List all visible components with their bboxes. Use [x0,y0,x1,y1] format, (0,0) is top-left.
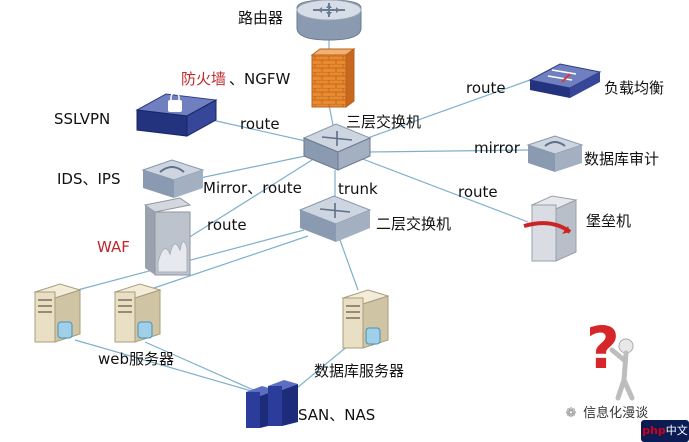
db-audit-label: 数据库审计 [584,150,660,168]
db-server-icon [341,289,390,349]
db-server-label: 数据库服务器 [314,362,405,380]
ids-ips-icon [141,159,205,198]
question-mark-person-icon: ? [586,314,635,401]
svg-text:?: ? [586,314,620,382]
ids-ips-label: IDS、IPS [57,170,121,188]
bastion-icon [523,195,578,262]
badge-prefix: php [642,424,666,437]
link-waf-l3 [187,159,313,239]
ngfw-label: 、NGFW [229,70,291,88]
link-srv1-storage [74,339,256,393]
link-ids-l3 [199,154,311,179]
watermark: ❁ 信息化漫谈 [563,402,649,421]
load-balancer-label: 负载均衡 [604,79,665,97]
link-l3-bastion [359,157,529,223]
badge-text: 中文网 [665,424,688,437]
router-label: 路由器 [238,9,284,27]
trunk-label: trunk [338,180,378,198]
mirror-audit-label: mirror [474,139,520,157]
db-audit-icon [526,135,584,172]
link-dbsrv-storage [291,339,356,393]
mirror-route-label: Mirror、route [203,179,302,197]
route-sslvpn-label: route [240,115,280,133]
sslvpn-icon [135,92,218,137]
link-l2-dbsrv [339,239,359,291]
link-l3-dbaudit [367,149,529,153]
l3-switch-icon [302,123,372,171]
firewall-label: 防火墙 [181,70,227,88]
bastion-label: 堡垒机 [586,212,632,230]
load-balancer-icon [528,63,602,98]
storage-icon [246,380,298,428]
server-1-icon [33,283,82,343]
sslvpn-label: SSLVPN [54,110,111,128]
link-l3-lb [361,79,531,141]
php-cn-badge[interactable]: php中文网 [641,420,689,442]
link-srv2-storage [144,341,259,393]
web-server-label: web服务器 [98,350,175,368]
watermark-text: 信息化漫谈 [583,406,649,421]
waf-icon [143,197,192,276]
l2-switch-icon [298,195,372,242]
route-waf-label: route [207,216,247,234]
l3-switch-label: 三层交换机 [346,113,422,131]
link-sslvpn-l3 [211,119,311,143]
wechat-icon: ❁ [565,406,577,421]
link-firewall-l3 [328,104,334,126]
waf-label: WAF [97,238,130,256]
firewall-icon [310,48,356,108]
storage-label: SAN、NAS [298,406,376,424]
route-lb-label: route [466,79,506,97]
route-bastion-label: route [458,183,498,201]
router-icon [296,0,362,41]
l2-switch-label: 二层交换机 [376,215,452,233]
link-l2-srv2 [147,235,309,291]
web-server-icon [113,283,162,343]
